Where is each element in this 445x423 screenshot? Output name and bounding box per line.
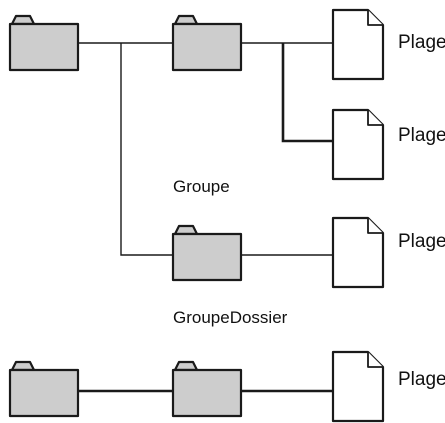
connector-groupe-to-plage-2 (281, 43, 333, 143)
connector-root-to-groupe-dossier (120, 43, 173, 256)
folder-icon (8, 14, 80, 72)
plage-label: Plage (398, 369, 445, 390)
folder-icon (8, 360, 80, 418)
page-icon (331, 350, 385, 423)
plage-label: Plage (398, 231, 445, 252)
plage-label: Plage (398, 125, 445, 146)
plage-label: Plage (398, 32, 445, 53)
page-icon (331, 8, 385, 81)
connectors (78, 42, 333, 393)
groupe-label: Groupe (173, 177, 230, 196)
page-icon (331, 108, 385, 181)
groupe-dossier-label: GroupeDossier (173, 308, 288, 327)
page-icon (331, 216, 385, 289)
folder-icon (171, 360, 243, 418)
folder-icon (171, 224, 243, 282)
folder-icon (171, 14, 243, 72)
